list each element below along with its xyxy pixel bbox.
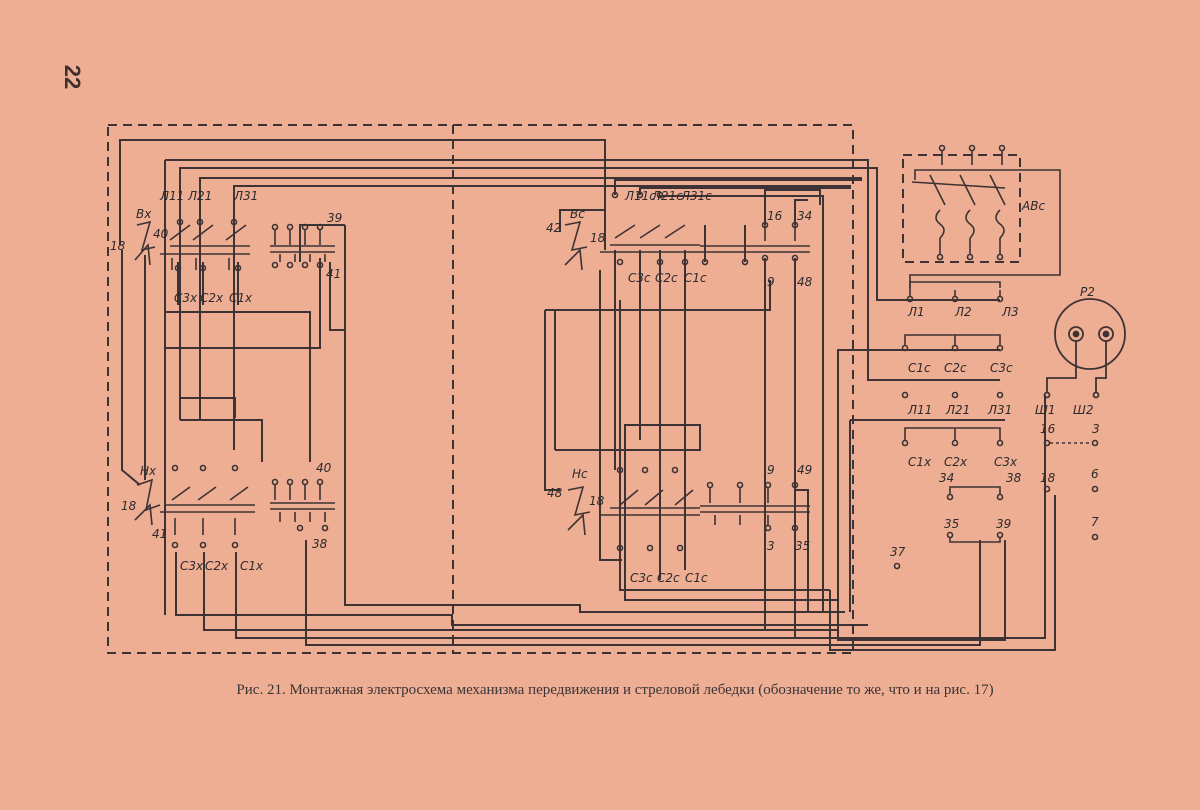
label-49: 49 xyxy=(797,463,812,477)
label-38-r: 38 xyxy=(1006,471,1022,485)
label-c1c-r: С1с xyxy=(908,361,931,375)
label-l11c: Л11с xyxy=(624,189,656,203)
label-48-b: 48 xyxy=(547,486,563,500)
schematic-labels: Вх 18 40 Л11 Л21 Л31 39 41 С3х С2х С1х Н… xyxy=(110,189,1100,585)
label-c2x-a: С2х xyxy=(200,291,224,305)
label-34-a: 34 xyxy=(797,209,812,223)
plug-terminals xyxy=(1043,439,1099,541)
label-9-b: 9 xyxy=(767,463,775,477)
label-sh2: Ш2 xyxy=(1073,403,1093,417)
label-7: 7 xyxy=(1091,515,1099,529)
contactor-hx xyxy=(134,464,335,549)
contactor-vc xyxy=(564,191,810,271)
label-l21: Л21 xyxy=(187,189,212,203)
label-c1x-b: С1х xyxy=(240,559,264,573)
motor-p2 xyxy=(1043,298,1126,399)
label-18-e: 18 xyxy=(1040,471,1056,485)
label-l21c: Л21с xyxy=(651,189,683,203)
left-panel-wiring xyxy=(119,139,1000,646)
label-l3: Л3 xyxy=(1001,305,1019,319)
label-41-a: 41 xyxy=(326,267,341,281)
label-48-a: 48 xyxy=(797,275,813,289)
label-c2c-a: С2с xyxy=(655,271,678,285)
label-c3c-r: С3с xyxy=(990,361,1013,375)
cabinet-borders xyxy=(107,124,1021,654)
label-c3x-b: С3х xyxy=(180,559,204,573)
label-l11-r: Л11 xyxy=(907,403,932,417)
contactor-hc xyxy=(567,466,810,552)
label-42: 42 xyxy=(546,221,561,235)
terminal-rows xyxy=(893,334,1004,570)
label-c1c-b: С1с xyxy=(685,571,708,585)
label-c2x-b: С2х xyxy=(205,559,229,573)
label-l31-r: Л31 xyxy=(987,403,1012,417)
label-40-a: 40 xyxy=(153,227,169,241)
label-39: 39 xyxy=(327,211,342,225)
label-35-b: 35 xyxy=(944,517,959,531)
center-panel-wiring xyxy=(544,179,1056,651)
label-p2: P2 xyxy=(1080,285,1095,299)
label-l21-r: Л21 xyxy=(945,403,970,417)
label-40-b: 40 xyxy=(316,461,332,475)
label-c3c-b: С3с xyxy=(630,571,653,585)
label-sh1: Ш1 xyxy=(1035,403,1055,417)
label-38: 38 xyxy=(312,537,328,551)
label-18-a: 18 xyxy=(110,239,126,253)
label-l1: Л1 xyxy=(907,305,925,319)
label-c3x-r: С3х xyxy=(994,455,1018,469)
label-c1x-a: С1х xyxy=(229,291,253,305)
label-34-b: 34 xyxy=(939,471,954,485)
breaker-avc xyxy=(906,144,1061,303)
label-c3x-a: С3х xyxy=(174,291,198,305)
contactor-vx xyxy=(134,218,335,272)
label-l2: Л2 xyxy=(954,305,972,319)
label-hx: Нх xyxy=(140,464,157,478)
label-35-a: 35 xyxy=(795,539,810,553)
label-c3c-a: С3с xyxy=(628,271,651,285)
label-hc: Нс xyxy=(572,467,588,481)
label-18-b: 18 xyxy=(121,499,137,513)
label-c1c-a: С1с xyxy=(684,271,707,285)
label-vx: Вх xyxy=(136,207,152,221)
label-9-a: 9 xyxy=(767,275,775,289)
label-l11: Л11 xyxy=(159,189,184,203)
label-39-r: 39 xyxy=(996,517,1011,531)
figure-caption: Рис. 21. Монтажная электросхема механизм… xyxy=(236,682,994,698)
label-avc: АВс xyxy=(1021,199,1045,213)
label-16-b: 16 xyxy=(1040,422,1056,436)
label-c1x-r: С1х xyxy=(908,455,932,469)
label-3-b: 3 xyxy=(1092,422,1100,436)
label-41-b: 41 xyxy=(152,527,167,541)
label-c2c-r: С2с xyxy=(944,361,967,375)
label-l31: Л31 xyxy=(233,189,258,203)
label-c2c-b: С2с xyxy=(657,571,680,585)
label-vc: Вс xyxy=(570,207,585,221)
label-3-a: 3 xyxy=(767,539,775,553)
label-18-c: 18 xyxy=(590,231,606,245)
label-6: 6 xyxy=(1091,467,1099,481)
label-c2x-r: С2х xyxy=(944,455,968,469)
label-18-d: 18 xyxy=(589,494,605,508)
label-l31c: Л31с xyxy=(680,189,712,203)
label-37: 37 xyxy=(890,545,906,559)
label-16-a: 16 xyxy=(767,209,783,223)
